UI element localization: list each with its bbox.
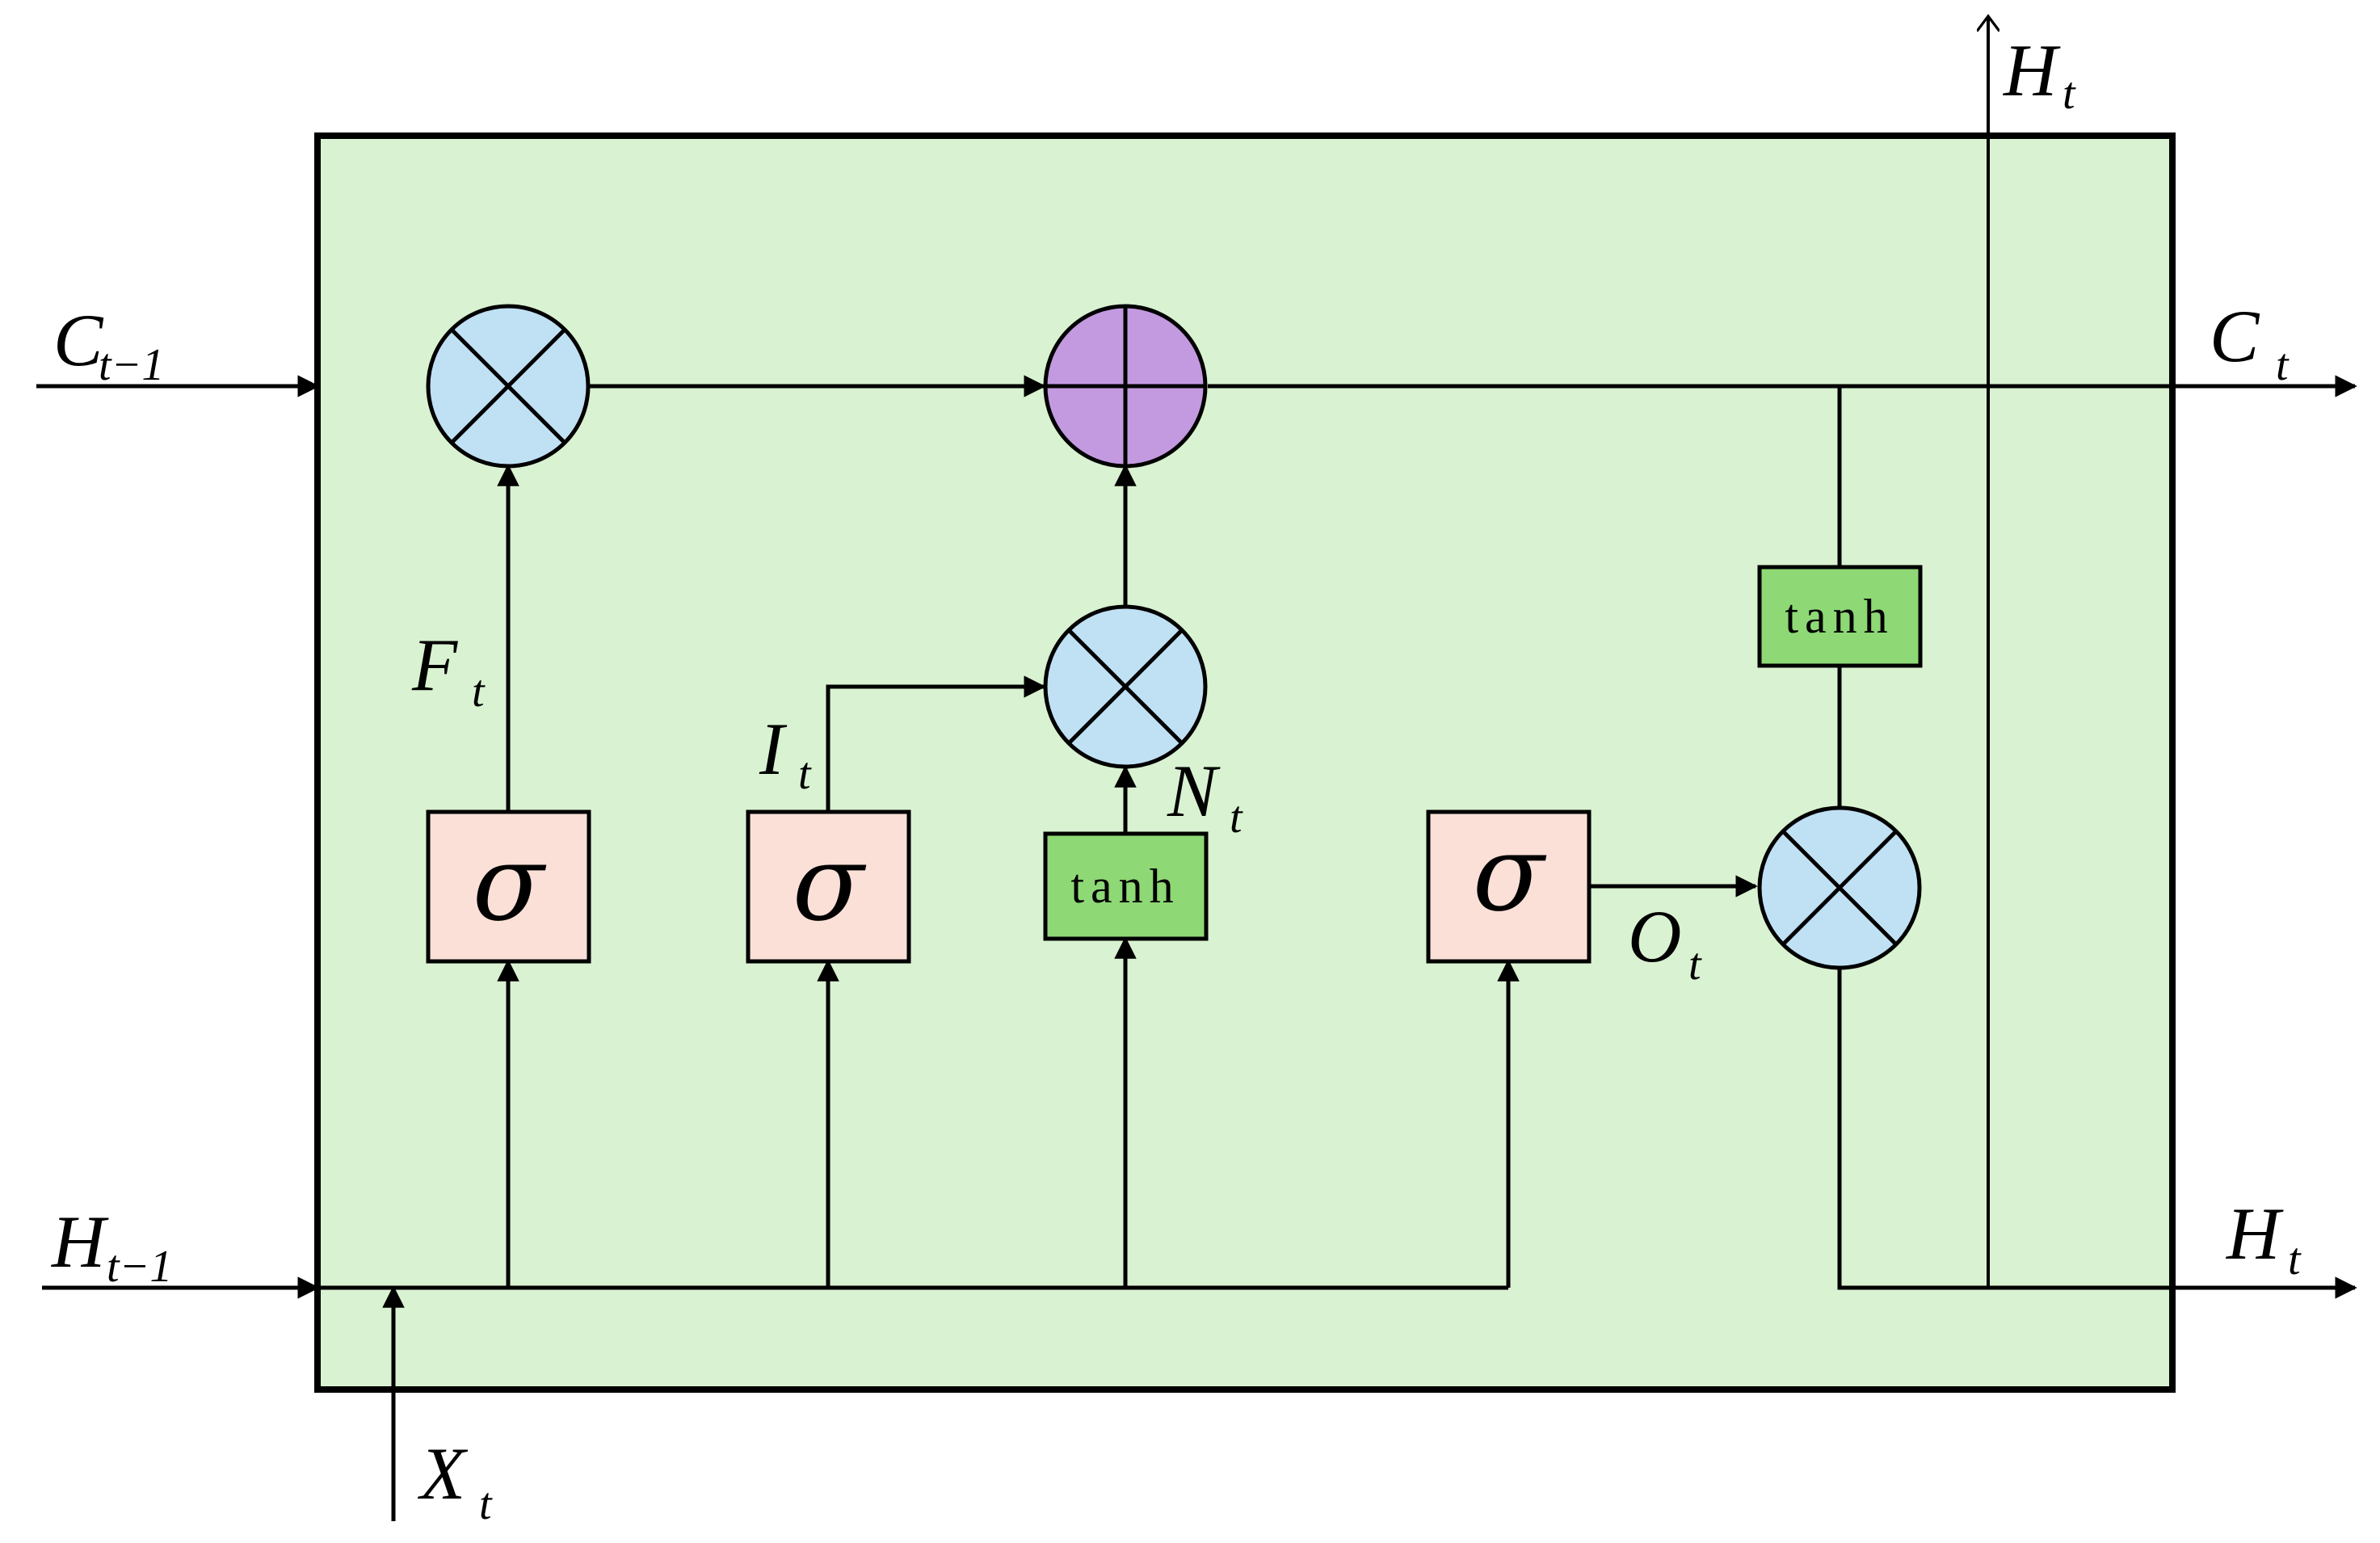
label-sub: t <box>2288 1234 2302 1284</box>
i-t-label: I t <box>759 708 812 799</box>
input-gate-to-multiply <box>826 675 1046 812</box>
label-sub: t−1 <box>99 340 164 390</box>
forget-gate: σ <box>426 809 591 964</box>
label-main: I <box>759 708 788 790</box>
label-sub: t−1 <box>107 1242 172 1292</box>
label-sub: t <box>1230 793 1243 843</box>
cell-tanh: tanh <box>1757 565 1923 668</box>
label-main: N <box>1167 750 1221 832</box>
output-gate: σ <box>1426 809 1592 964</box>
label-sub: t <box>472 666 486 717</box>
forget-multiply-node <box>426 304 591 469</box>
tanh-box <box>1043 831 1209 941</box>
cell-body <box>314 132 2176 1393</box>
o-t-label: O t <box>1628 895 1702 990</box>
label-main: H <box>51 1200 109 1283</box>
label-main: F <box>411 624 458 706</box>
output-multiply-to-h-t <box>1837 968 2357 1299</box>
tanh-label: tanh <box>1785 590 1894 643</box>
output-multiply-node <box>1757 805 1922 970</box>
sigma-box <box>426 809 591 964</box>
label-main: O <box>1628 895 1681 978</box>
add-node <box>1043 304 1208 469</box>
label-main: C <box>2210 295 2260 377</box>
n-t-label: N t <box>1167 750 1243 843</box>
candidate-tanh: tanh <box>1043 831 1209 941</box>
sigma-symbol: σ <box>473 822 547 944</box>
label-main: H <box>2226 1192 2284 1275</box>
c-prev-label: C t−1 <box>53 299 164 390</box>
h-prev-label: H t−1 <box>51 1200 172 1292</box>
sigma-box <box>746 809 911 964</box>
label-main: X <box>417 1432 469 1515</box>
label-sub: t <box>2276 340 2290 390</box>
label-sub: t <box>479 1479 493 1529</box>
tanh-box <box>1757 565 1923 668</box>
label-main: H <box>2003 29 2061 111</box>
input-gate: σ <box>746 809 911 964</box>
input-multiply-node <box>1043 604 1208 769</box>
tanh-label: tanh <box>1070 860 1179 913</box>
multiply-icon <box>450 328 566 444</box>
label-sub: t <box>1688 940 1702 990</box>
sigma-symbol: σ <box>1473 812 1547 935</box>
label-sub: t <box>2063 69 2076 119</box>
h-t-top-label: H t <box>2003 29 2076 119</box>
h-t-right-label: H t <box>2226 1192 2302 1284</box>
x-t-label: X t <box>417 1432 493 1529</box>
sigma-box <box>1426 809 1592 964</box>
label-sub: t <box>798 749 812 799</box>
sigma-symbol: σ <box>793 822 867 944</box>
c-t-label: C t <box>2210 295 2290 390</box>
f-t-label: F t <box>411 624 486 717</box>
multiply-icon <box>1781 830 1898 946</box>
multiply-icon <box>1067 629 1184 745</box>
label-main: C <box>53 299 104 381</box>
